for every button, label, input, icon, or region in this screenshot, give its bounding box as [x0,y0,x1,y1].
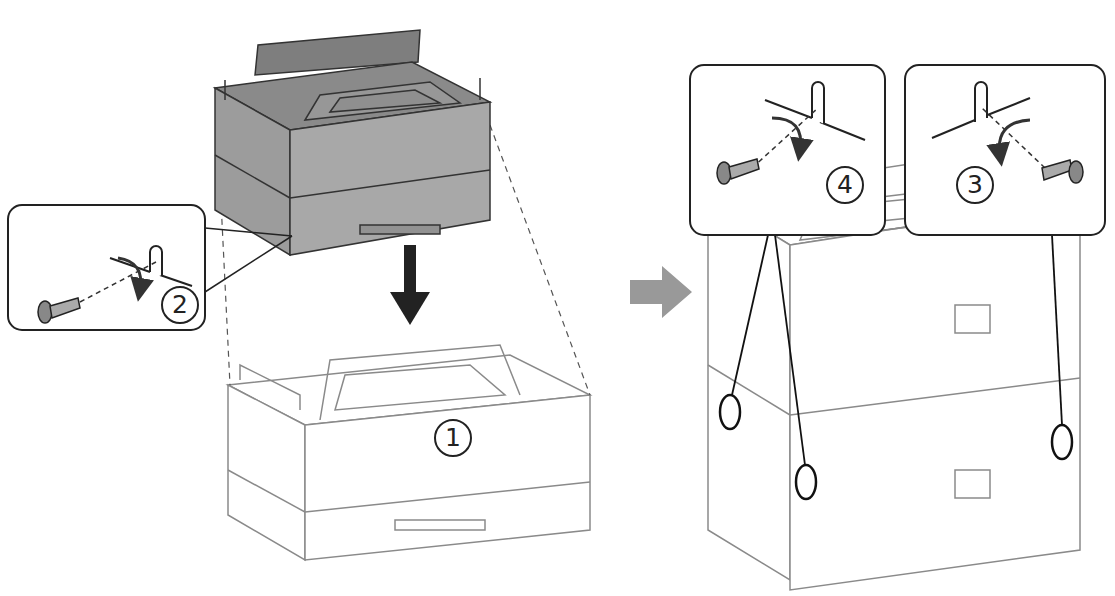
leader-lines [732,235,1062,465]
screw-hole-marks [720,395,1072,499]
callout-number: 2 [162,287,198,323]
callout-number: 3 [957,167,993,203]
callout-circle [435,420,471,456]
callout-box-2 [8,205,292,330]
down-arrow [390,245,430,325]
upper-cassette [215,30,490,255]
callout-box-4 [690,65,885,235]
callout-number: 1 [435,420,471,456]
next-step-arrow [630,266,692,318]
lower-cassette [228,345,590,560]
callout-box-3 [905,65,1105,235]
callout-number: 4 [827,167,863,203]
